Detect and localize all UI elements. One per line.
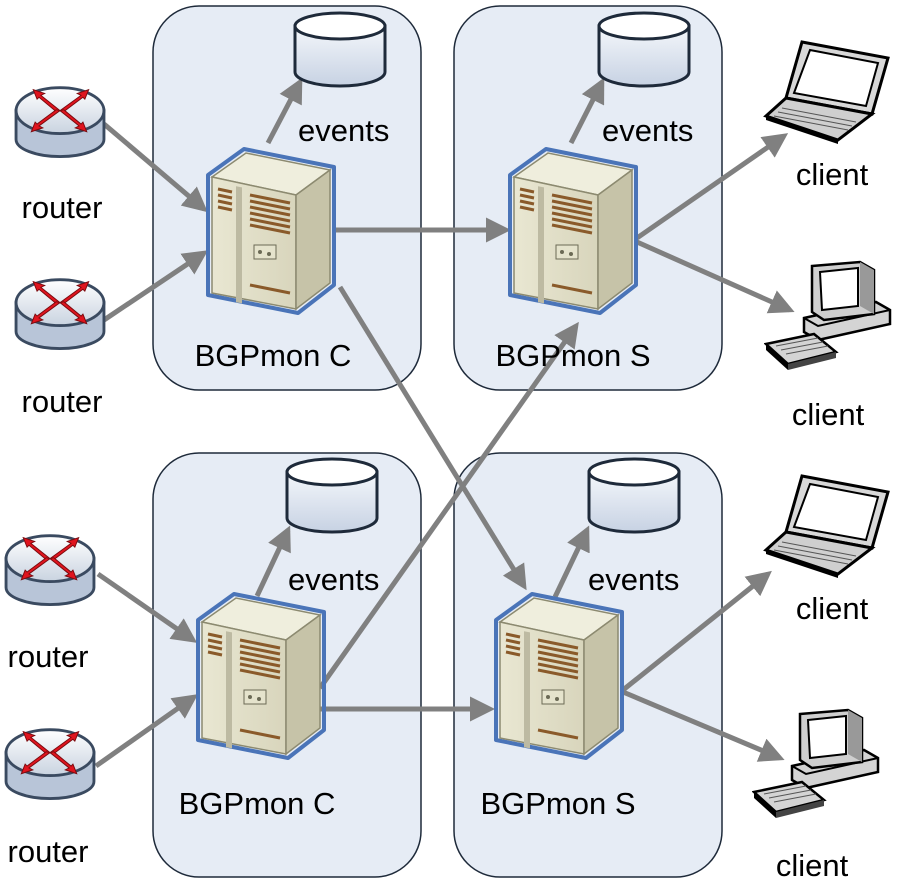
- router-label: router: [7, 639, 89, 674]
- edge-server-bottom-to-client-3: [621, 570, 772, 692]
- edge-collector-bottom-to-server-top: [317, 321, 579, 690]
- edge-server-top-to-client-1: [635, 133, 789, 241]
- edge-router-4-to-collector-bottom: [94, 694, 199, 769]
- server-cabinet-icon: [196, 592, 326, 760]
- events-label: events: [298, 113, 390, 148]
- edge-router-3-to-collector-bottom: [96, 571, 198, 643]
- desktop-computer-icon: [764, 260, 892, 372]
- router-label: router: [7, 834, 89, 869]
- database-icon: [587, 457, 681, 534]
- router-icon: [4, 728, 96, 800]
- server-cabinet-icon: [206, 147, 336, 315]
- edge-collector-bottom-to-events: [254, 525, 291, 598]
- laptop-icon: [764, 40, 890, 146]
- edge-server-top-to-client-2: [635, 239, 795, 314]
- router-label: router: [21, 190, 103, 225]
- events-label: events: [588, 562, 680, 597]
- client-label: client: [795, 591, 869, 626]
- edge-router-1-to-collector-top: [102, 122, 208, 213]
- events-label: events: [288, 562, 380, 597]
- edge-server-bottom-to-events: [552, 525, 590, 599]
- router-label: router: [21, 384, 103, 419]
- database-icon: [293, 11, 387, 88]
- router-icon: [4, 534, 96, 606]
- edge-router-2-to-collector-top: [102, 250, 209, 323]
- server-cabinet-icon: [508, 147, 638, 315]
- database-icon: [285, 457, 379, 534]
- client-label: client: [775, 848, 849, 883]
- client-label: client: [791, 397, 865, 432]
- desktop-computer-icon: [752, 708, 880, 820]
- server-cabinet-icon: [494, 592, 624, 760]
- client-label: client: [795, 157, 869, 192]
- router-icon: [14, 86, 106, 158]
- laptop-icon: [764, 474, 890, 580]
- router-icon: [14, 278, 106, 350]
- collector-label: BGPmon C: [194, 338, 352, 373]
- edge-server-top-to-events: [568, 77, 605, 145]
- edge-collector-top-to-server-bottom: [337, 285, 527, 591]
- edge-collector-top-to-events: [265, 77, 303, 145]
- database-icon: [597, 11, 691, 88]
- server-label: BGPmon S: [495, 338, 651, 373]
- events-label: events: [602, 113, 694, 148]
- collector-label: BGPmon C: [178, 786, 336, 821]
- server-label: BGPmon S: [480, 786, 636, 821]
- edge-server-bottom-to-client-4: [622, 689, 785, 762]
